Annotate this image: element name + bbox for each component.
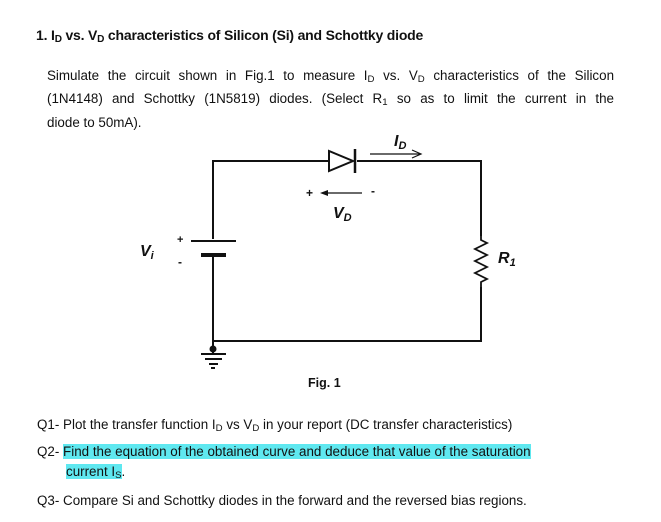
q1-a: Q1- Plot the transfer function I xyxy=(37,417,216,432)
heading-text: ID vs. VD characteristics of Silicon (Si… xyxy=(50,27,424,46)
intro-l1-c: characteristics of the Silicon xyxy=(424,68,615,83)
source-plus-sign: + xyxy=(177,234,183,246)
wire-left-top xyxy=(212,160,328,239)
intro-l1-sub2: D xyxy=(417,73,425,85)
heading-sub-d2: D xyxy=(97,34,105,46)
intro-l2-b: so as to limit the current in the xyxy=(387,91,614,107)
heading-sub-d1: D xyxy=(54,34,62,46)
ground-symbol xyxy=(201,353,226,369)
q2-line-2: current IS. xyxy=(37,462,615,485)
question-1: Q1- Plot the transfer function ID vs VD … xyxy=(37,415,512,438)
id-label: ID xyxy=(394,133,406,152)
diode-minus-sign: - xyxy=(371,184,375,198)
intro-l1-sub1: D xyxy=(367,73,375,85)
diode-plus-sign: + xyxy=(306,186,313,200)
intro-l2-sub: 1 xyxy=(382,97,388,109)
vd-label: VD xyxy=(333,205,352,224)
circuit-wires xyxy=(212,160,482,354)
intro-l1-b: vs. V xyxy=(374,68,418,83)
section-heading: 1. ID vs. VD characteristics of Silicon … xyxy=(36,27,423,45)
source-minus-sign: - xyxy=(178,255,182,269)
id-arrow xyxy=(370,149,423,159)
q2-l2-b: . xyxy=(121,463,126,479)
q1-sub2: D xyxy=(252,422,260,434)
wire-bottom xyxy=(213,287,482,342)
q1-b: vs V xyxy=(222,417,253,432)
q1-sub1: D xyxy=(215,422,223,434)
question-3: Q3- Compare Si and Schottky diodes in th… xyxy=(37,493,527,508)
q2-l2-a: current I xyxy=(66,463,116,479)
figure-caption: Fig. 1 xyxy=(308,376,341,390)
heading-number: 1. xyxy=(36,27,48,43)
intro-line-3: diode to 50mA). xyxy=(47,114,142,130)
diode-triangle xyxy=(328,149,356,173)
wire-right-top xyxy=(357,160,482,236)
q2-highlighted-line-2: current IS xyxy=(66,463,122,481)
q2-highlighted-line-1: Find the equation of the obtained curve … xyxy=(63,444,531,459)
heading-rest: characteristics of Silicon (Si) and Scho… xyxy=(104,27,424,43)
intro-line-1: Simulate the circuit shown in Fig.1 to m… xyxy=(47,66,614,89)
dc-source-symbol xyxy=(191,240,236,257)
q2-l2-sub: S xyxy=(115,469,122,481)
r1-label: R1 xyxy=(498,250,516,269)
heading-vs: vs. V xyxy=(61,27,98,43)
q1-c: in your report (DC transfer characterist… xyxy=(259,417,513,432)
q2-prefix: Q2- xyxy=(37,444,64,459)
heading-i: I xyxy=(50,27,55,43)
intro-paragraph: Simulate the circuit shown in Fig.1 to m… xyxy=(47,66,614,132)
vi-label: Vi xyxy=(140,243,155,262)
ground-node-dot xyxy=(209,345,217,353)
intro-line-2: (1N4148) and Schottky (1N5819) diodes. (… xyxy=(47,89,614,112)
question-2: Q2- Find the equation of the obtained cu… xyxy=(37,442,615,485)
intro-l2-a: (1N4148) and Schottky (1N5819) diodes. (… xyxy=(47,91,383,107)
intro-l1-a: Simulate the circuit shown in Fig.1 to m… xyxy=(47,68,368,83)
diode-symbol xyxy=(328,149,357,173)
vd-arrow xyxy=(320,190,362,196)
resistor-symbol xyxy=(472,236,490,287)
